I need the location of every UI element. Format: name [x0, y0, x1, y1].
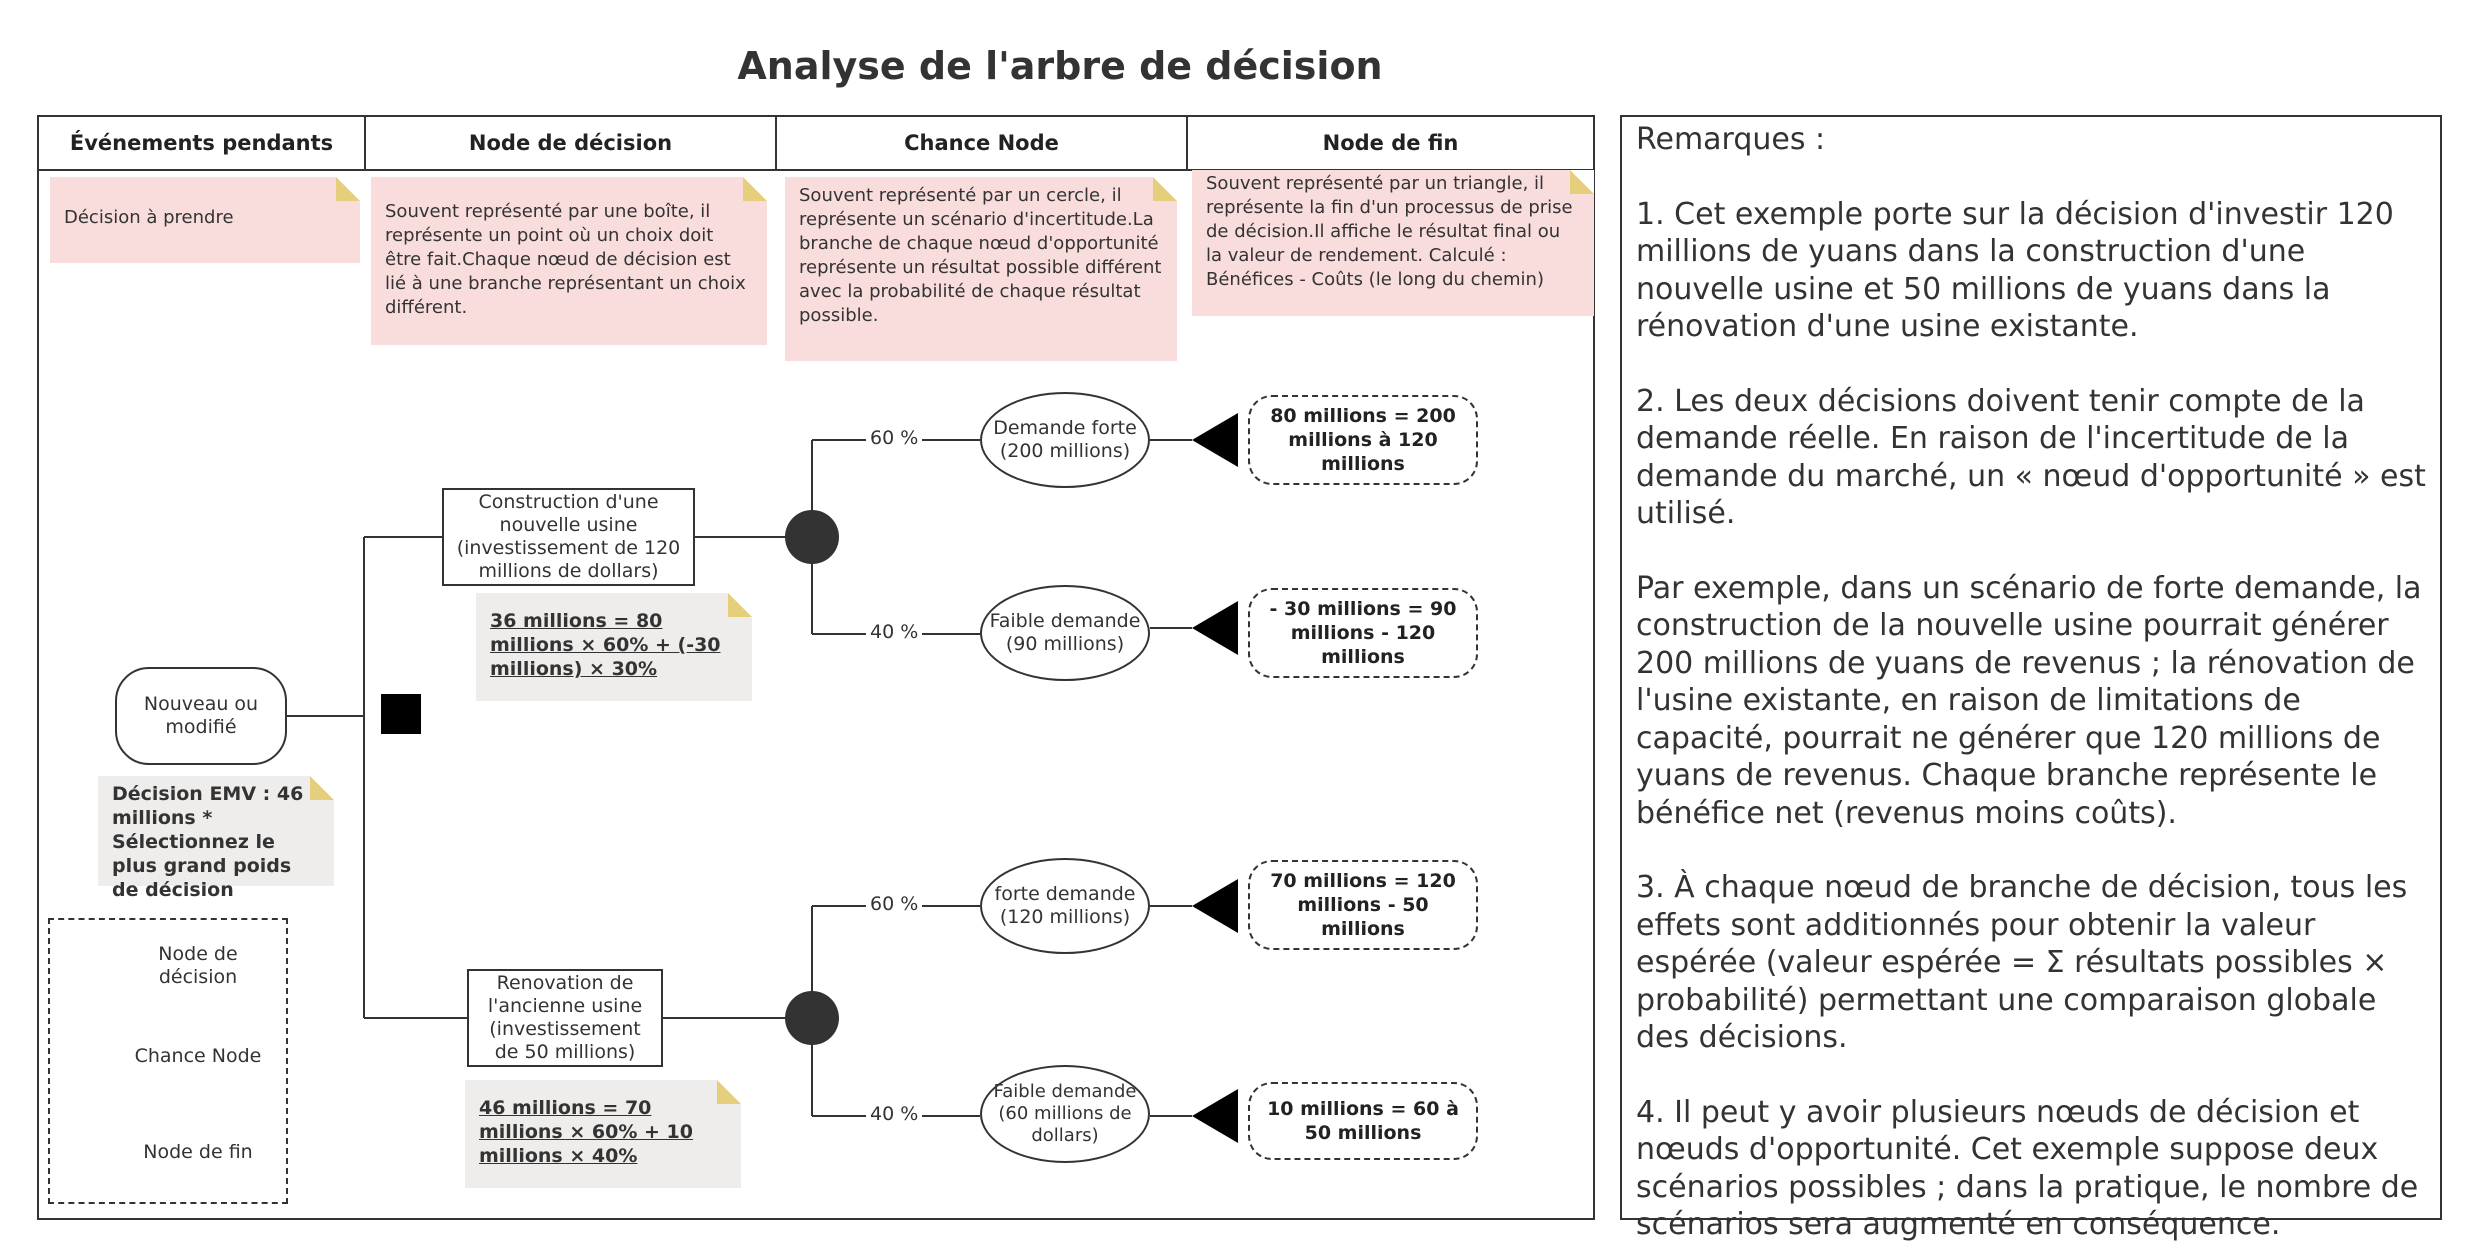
header-decision: Node de décision — [366, 117, 777, 171]
decision-node-square — [381, 694, 421, 734]
outcome-high-demand-new: Demande forte (200 millions) — [980, 392, 1150, 488]
option-renovate-plant: Renovation de l'ancienne usine (investis… — [467, 969, 663, 1067]
result-2: - 30 millions = 90 millions - 120 millio… — [1248, 588, 1478, 678]
pct-upper-low: 40 % — [866, 621, 923, 643]
chance-node-circle-lower — [785, 991, 839, 1045]
page-title: Analyse de l'arbre de décision — [737, 44, 1383, 88]
result-4: 10 millions = 60 à 50 millions — [1248, 1082, 1478, 1160]
legend-end-label: Node de fin — [143, 1141, 253, 1163]
remark-example: Par exemple, dans un scénario de forte d… — [1636, 570, 2422, 831]
end-node-triangle-1 — [1192, 413, 1238, 467]
remarks-panel: Remarques : 1. Cet exemple porte sur la … — [1620, 115, 2442, 1242]
pct-upper-high: 60 % — [866, 427, 923, 449]
option-new-calc: 36 millions = 80 millions × 60% + (-30 m… — [476, 593, 752, 701]
option-renovate-calc: 46 millions = 70 millions × 60% + 10 mil… — [465, 1080, 741, 1188]
legend-decision-label: Node de décision — [158, 943, 238, 988]
chance-node-circle-upper — [785, 510, 839, 564]
remark-4: 4. Il peut y avoir plusieurs nœuds de dé… — [1636, 1094, 2419, 1243]
remark-2: 2. Les deux décisions doivent tenir comp… — [1636, 383, 2426, 532]
end-node-triangle-2 — [1192, 601, 1238, 655]
note-events: Décision à prendre — [50, 177, 360, 263]
pct-lower-high: 60 % — [866, 893, 923, 915]
option-new-plant: Construction d'une nouvelle usine (inves… — [442, 488, 695, 586]
root-node: Nouveau ou modifié — [115, 667, 287, 765]
remarks-title: Remarques : — [1636, 122, 1826, 157]
legend-chance-label: Chance Node — [134, 1045, 262, 1067]
note-end: Souvent représenté par un triangle, il r… — [1192, 170, 1594, 316]
outcome-low-demand-old: Faible demande (60 millions de dollars) — [980, 1065, 1150, 1163]
root-note: Décision EMV : 46 millions * Sélectionne… — [98, 776, 334, 901]
end-node-triangle-4 — [1192, 1089, 1238, 1143]
legend — [48, 918, 288, 1204]
header-chance: Chance Node — [777, 117, 1188, 171]
end-node-triangle-3 — [1192, 879, 1238, 933]
header-events: Événements pendants — [39, 117, 366, 171]
note-chance: Souvent représenté par un cercle, il rep… — [785, 177, 1177, 361]
note-decision: Souvent représenté par une boîte, il rep… — [371, 177, 767, 345]
diagram-panel: Événements pendants Node de décision Cha… — [37, 115, 1595, 1220]
result-1: 80 millions = 200 millions à 120 million… — [1248, 395, 1478, 485]
outcome-high-demand-old: forte demande (120 millions) — [980, 858, 1150, 954]
pct-lower-low: 40 % — [866, 1103, 923, 1125]
result-3: 70 millions = 120 millions - 50 millions — [1248, 860, 1478, 950]
remark-1: 1. Cet exemple porte sur la décision d'i… — [1636, 196, 2394, 345]
outcome-low-demand-new: Faible demande (90 millions) — [980, 585, 1150, 681]
remark-3: 3. À chaque nœud de branche de décision,… — [1636, 870, 2408, 1055]
